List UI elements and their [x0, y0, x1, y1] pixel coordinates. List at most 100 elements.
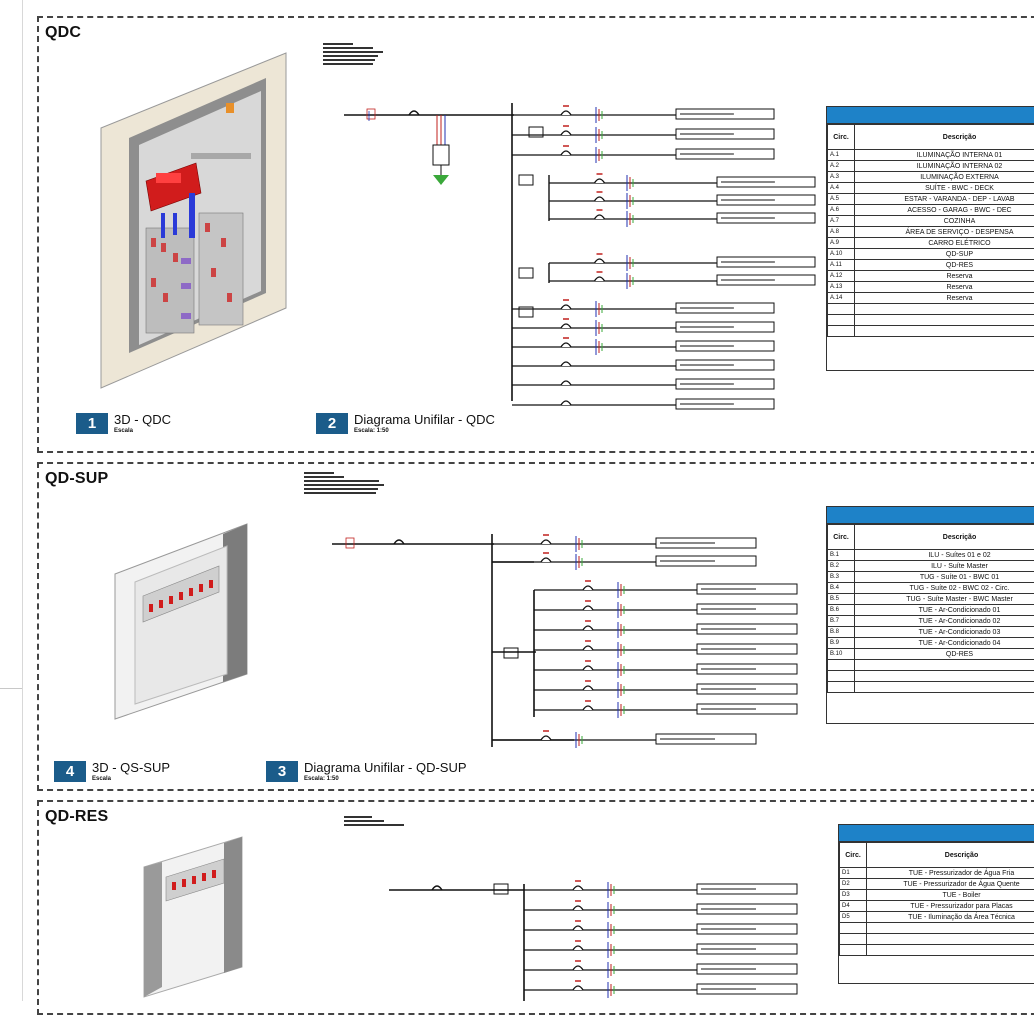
breaker-symbol [561, 324, 571, 328]
circuit-description: TUG - Suíte 01 - BWC 01 [855, 572, 1034, 583]
circuit-description: ILUMINAÇÃO INTERNA 01 [855, 150, 1034, 161]
circuit-label-text [701, 708, 756, 710]
circuit-label-text [680, 133, 734, 135]
branch-circuit [549, 210, 815, 227]
breaker-symbol [541, 736, 551, 740]
breaker-symbol [541, 540, 551, 544]
column-header-circ: Circ. [828, 525, 855, 550]
circuit-label-text [701, 968, 756, 970]
circuit-id: A.13 [828, 282, 855, 293]
breaker-symbol [573, 926, 583, 930]
circuit-label-text [680, 326, 734, 328]
circuit-description: Reserva [855, 271, 1034, 282]
circuit-id: A.6 [828, 205, 855, 216]
branch-circuit [512, 106, 774, 123]
dps [433, 115, 449, 185]
breaker-symbol [573, 946, 583, 950]
view-scale: Escala [114, 428, 171, 434]
circuit-label-text [721, 279, 775, 281]
circuit-label-text [660, 542, 715, 544]
circuit-id: D4 [840, 901, 867, 912]
branch-circuit [524, 981, 797, 998]
view-scale: Escala [92, 776, 170, 782]
breaker-symbol [561, 151, 571, 155]
circuit-id: A.10 [828, 249, 855, 260]
circuit-label-text [701, 888, 756, 890]
circuit-label-text [721, 181, 775, 183]
circuit-label-text [701, 588, 756, 590]
circuit-description: TUE - Ar-Condicionado 01 [855, 605, 1034, 616]
circuit-label-text [701, 908, 756, 910]
circuit-description: ILU - Suítes 01 e 02 [855, 550, 1034, 561]
branch-circuit [512, 300, 774, 317]
branch-circuit [524, 961, 797, 978]
breaker-symbol [561, 362, 571, 366]
empty-row [828, 660, 1034, 671]
single-line-diagram-qdc [339, 43, 789, 423]
branch-circuit [524, 941, 797, 958]
circuit-description: ILUMINAÇÃO INTERNA 02 [855, 161, 1034, 172]
breaker-symbol [561, 381, 571, 385]
circuit-description: ILU - Suíte Master [855, 561, 1034, 572]
circuit-label-text [701, 628, 756, 630]
circuit-label-text [701, 948, 756, 950]
circuit-id: A.11 [828, 260, 855, 271]
circuit-label-text [680, 364, 734, 366]
circuit-description: TUE - Ar-Condicionado 03 [855, 627, 1034, 638]
circuit-description: CARRO ELÉTRICO [855, 238, 1034, 249]
circuit-id: B.5 [828, 594, 855, 605]
branch-circuits [492, 535, 797, 748]
circuit-id: B.8 [828, 627, 855, 638]
empty-row [828, 682, 1034, 693]
view-title: Diagrama Unifilar - QD-SUP [304, 761, 467, 774]
column-header-desc: Descrição [855, 125, 1034, 150]
panel-title: QDC [45, 24, 81, 42]
breaker-symbol [561, 305, 571, 309]
column-header-desc: Descrição [867, 843, 1034, 868]
branch-circuit [512, 126, 774, 143]
circuit-id: A.2 [828, 161, 855, 172]
circuit-description: Reserva [855, 282, 1034, 293]
column-header-desc: Descrição [855, 525, 1034, 550]
empty-row [828, 304, 1034, 315]
circuit-description: COZINHA [855, 216, 1034, 227]
branch-circuit [492, 535, 756, 552]
empty-row [828, 671, 1034, 682]
branch-circuit [534, 701, 797, 718]
circuit-label-text [680, 113, 734, 115]
circuit-id: A.3 [828, 172, 855, 183]
circuit-description: ILUMINAÇÃO EXTERNA [855, 172, 1034, 183]
breaker-symbol [541, 558, 551, 562]
circuit-label-text [660, 560, 715, 562]
left-ruler [0, 0, 23, 1001]
circuit-id: A.5 [828, 194, 855, 205]
circuit-id: A.1 [828, 150, 855, 161]
branch-circuit [534, 581, 797, 598]
circuit-label-text [680, 383, 734, 385]
single-line-diagram-qd-res [344, 816, 774, 1016]
empty-row [840, 923, 1034, 934]
circuit-id: A.14 [828, 293, 855, 304]
cabinet-3d-qd-res [144, 837, 254, 997]
panel-title: QD-SUP [45, 470, 108, 488]
circuit-description: QD-RES [855, 260, 1034, 271]
branch-circuit [549, 254, 815, 271]
breaker-symbol [595, 277, 605, 281]
circuit-description: TUE - Pressurizador para Placas [867, 901, 1034, 912]
breaker-symbol [561, 401, 571, 405]
circuit-description: QD-SUP [855, 249, 1034, 260]
